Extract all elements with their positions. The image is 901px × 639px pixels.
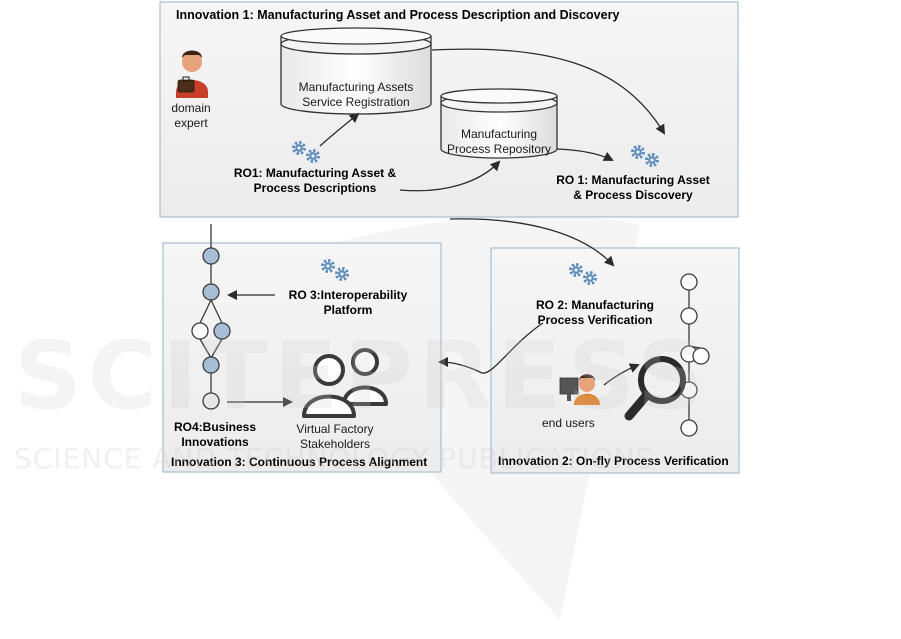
ro3-line2: Platform xyxy=(323,303,373,317)
innovation1-title: Innovation 1: Manufacturing Asset and Pr… xyxy=(176,8,620,22)
ro4-label: RO4:Business Innovations xyxy=(165,420,265,450)
innovation2-title: Innovation 2: On-fly Process Verificatio… xyxy=(498,454,729,468)
ro1-desc-line2: Process Descriptions xyxy=(253,181,377,195)
ro3-line1: RO 3:Interoperability xyxy=(288,288,408,302)
end-users-label: end users xyxy=(542,416,595,430)
magnifier-icon xyxy=(624,356,686,421)
watermark-big: SCITEPRESS xyxy=(14,322,711,431)
ro4-line2: Innovations xyxy=(181,435,249,449)
ro1-discovery-label: RO 1: Manufacturing Asset & Process Disc… xyxy=(548,173,718,203)
ro4-line1: RO4:Business xyxy=(173,420,257,434)
repository-label-line1: Manufacturing xyxy=(460,127,538,141)
ro2-line2: Process Verification xyxy=(537,313,653,327)
stakeholders-people-icon xyxy=(302,348,388,418)
watermark-small: SCIENCE AND TECHNOLOGY PUBLICATIONS xyxy=(14,442,655,475)
graph-node xyxy=(202,356,220,374)
graph-node xyxy=(213,322,231,340)
ro1-disc-line2: & Process Discovery xyxy=(573,188,693,202)
end-user-person-icon xyxy=(559,374,600,405)
registry-database-icon xyxy=(280,27,432,115)
registry-label-line1: Manufacturing Assets xyxy=(298,80,414,94)
graph-node xyxy=(202,283,220,301)
graph-node xyxy=(191,322,209,340)
graph-node xyxy=(680,307,698,325)
graph-node xyxy=(680,273,698,291)
stakeholders-line1: Virtual Factory xyxy=(296,422,374,436)
ro1-desc-line1: RO1: Manufacturing Asset & xyxy=(233,166,397,180)
domain-expert-text: domain expert xyxy=(171,101,211,130)
stakeholders-line2: Stakeholders xyxy=(299,437,371,451)
graph-node xyxy=(202,247,220,265)
innovation3-title: Innovation 3: Continuous Process Alignme… xyxy=(171,455,428,469)
ro3-label: RO 3:Interoperability Platform xyxy=(270,288,426,318)
registry-label: Manufacturing Assets Service Registratio… xyxy=(281,80,431,110)
registry-label-line2: Service Registration xyxy=(302,95,410,109)
graph-node xyxy=(680,419,698,437)
ro1-disc-line1: RO 1: Manufacturing Asset xyxy=(556,173,710,187)
connector-arrows xyxy=(227,48,666,407)
ro2-label: RO 2: Manufacturing Process Verification xyxy=(520,298,670,328)
innovation1-panel xyxy=(159,1,739,218)
domain-expert-label: domain expert xyxy=(160,101,222,131)
graph-node xyxy=(692,347,710,365)
process-graph-left-nodes xyxy=(191,247,231,410)
graph-node xyxy=(202,392,220,410)
domain-expert-person-icon xyxy=(176,50,208,98)
stakeholders-label: Virtual Factory Stakeholders xyxy=(280,422,390,452)
process-repository-database-icon xyxy=(440,88,558,159)
ro2-line1: RO 2: Manufacturing xyxy=(535,298,654,312)
repository-label: Manufacturing Process Repository xyxy=(441,127,557,157)
ro1-descriptions-label: RO1: Manufacturing Asset & Process Descr… xyxy=(225,166,405,196)
repository-label-line2: Process Repository xyxy=(446,142,552,156)
